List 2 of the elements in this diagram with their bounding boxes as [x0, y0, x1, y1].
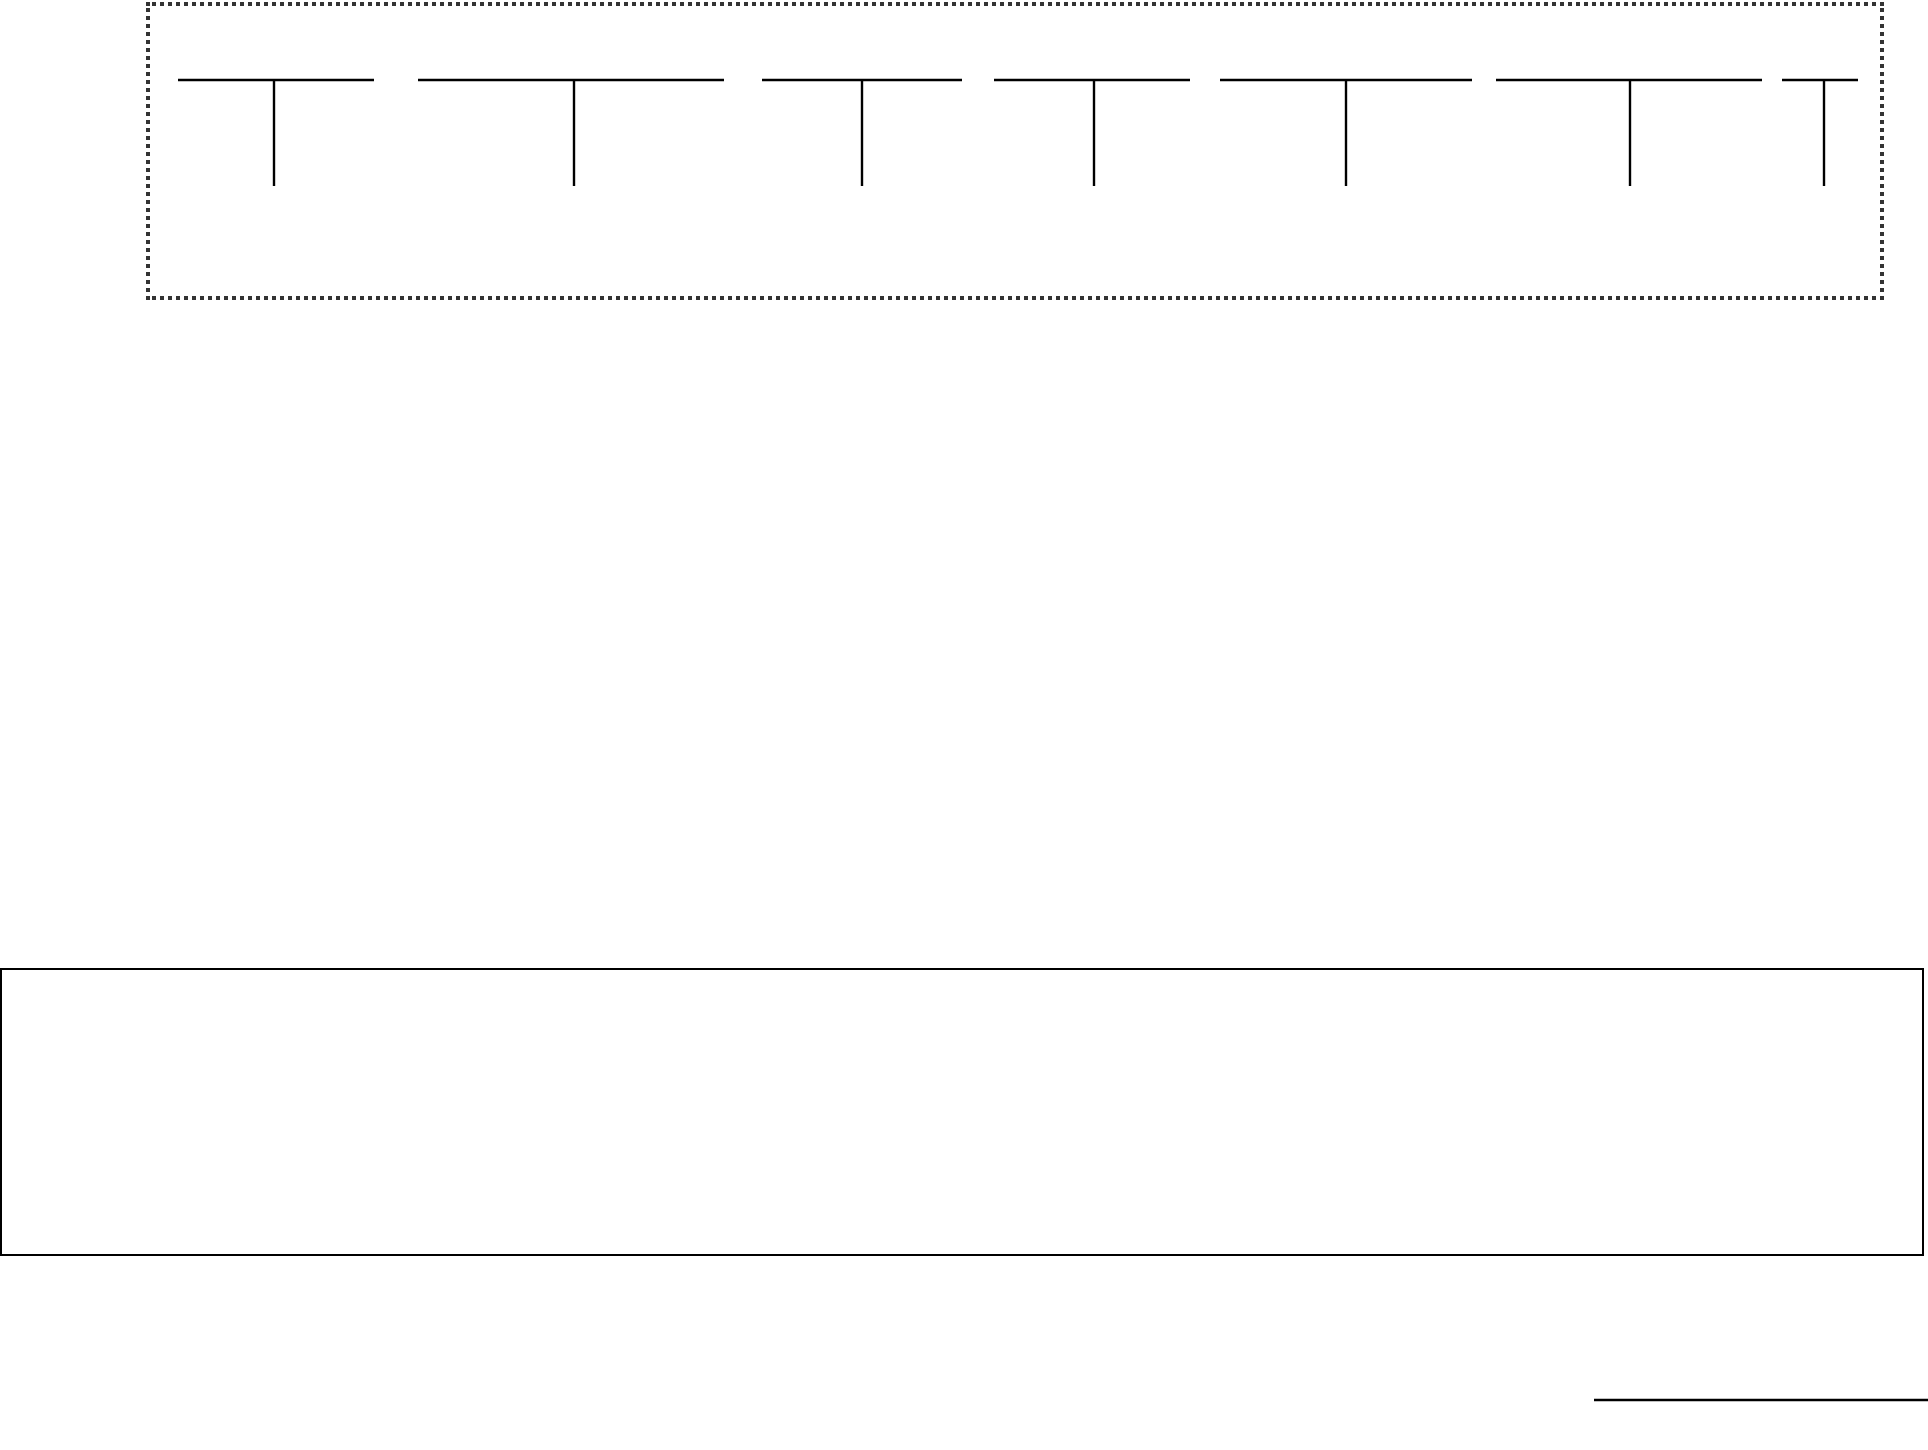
empty-box	[0, 968, 1924, 1256]
dotted-frame	[146, 2, 1884, 300]
